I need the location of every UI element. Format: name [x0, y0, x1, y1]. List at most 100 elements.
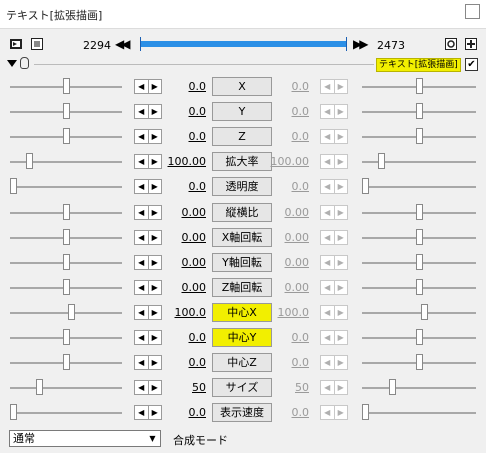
right-arrow-buttons[interactable]: ◀▶ [320, 380, 348, 396]
decrement-icon[interactable]: ◀ [135, 356, 149, 370]
left-slider-handle[interactable] [62, 128, 70, 145]
end-value[interactable]: 0.00 [284, 205, 310, 219]
decrement-icon[interactable]: ◀ [321, 331, 335, 344]
increment-icon[interactable]: ▶ [151, 408, 158, 418]
increment-icon[interactable]: ▶ [337, 82, 344, 91]
close-button[interactable] [465, 4, 480, 19]
right-slider-handle[interactable] [415, 128, 423, 145]
start-value[interactable]: 0.0 [188, 356, 207, 370]
left-slider-handle[interactable] [62, 228, 70, 245]
decrement-icon[interactable]: ◀ [321, 130, 335, 144]
increment-icon[interactable]: ▶ [337, 232, 344, 242]
right-slider-handle[interactable] [415, 78, 423, 94]
increment-icon[interactable]: ▶ [151, 358, 158, 368]
right-slider-handle[interactable] [415, 354, 423, 371]
param-button[interactable]: 中心Z [212, 353, 272, 373]
right-arrow-buttons[interactable]: ◀▶ [320, 330, 348, 345]
left-slider-handle[interactable] [62, 203, 70, 220]
right-slider-track[interactable] [362, 161, 476, 164]
right-arrow-buttons[interactable]: ◀▶ [320, 254, 348, 270]
increment-icon[interactable]: ▶ [151, 232, 158, 242]
left-slider-handle[interactable] [62, 103, 70, 120]
left-slider-handle[interactable] [62, 278, 70, 295]
decrement-icon[interactable]: ◀ [135, 255, 149, 269]
export-icon[interactable] [31, 38, 43, 50]
left-slider-handle[interactable] [62, 253, 70, 270]
increment-icon[interactable]: ▶ [151, 257, 158, 267]
right-slider-handle[interactable] [362, 404, 369, 421]
left-arrow-buttons[interactable]: ◀▶ [134, 154, 162, 170]
increment-icon[interactable]: ▶ [337, 408, 344, 418]
param-button[interactable]: 縦横比 [212, 202, 272, 222]
increment-icon[interactable]: ▶ [151, 107, 158, 117]
decrement-icon[interactable]: ◀ [321, 205, 335, 219]
decrement-icon[interactable]: ◀ [135, 230, 149, 244]
decrement-icon[interactable]: ◀ [135, 280, 149, 294]
start-value[interactable]: 0.0 [188, 130, 207, 144]
right-slider-handle[interactable] [415, 103, 423, 120]
left-slider-handle[interactable] [36, 379, 44, 396]
param-button[interactable]: X [212, 77, 272, 96]
right-slider-track[interactable] [362, 186, 476, 189]
end-value[interactable]: 0.0 [291, 80, 310, 93]
left-slider-track[interactable] [10, 161, 122, 164]
right-arrow-buttons[interactable]: ◀▶ [320, 279, 348, 295]
right-arrow-buttons[interactable]: ◀▶ [320, 204, 348, 220]
decrement-icon[interactable]: ◀ [321, 356, 335, 370]
start-value[interactable]: 0.00 [181, 280, 207, 294]
decrement-icon[interactable]: ◀ [321, 381, 335, 395]
right-arrow-buttons[interactable]: ◀▶ [320, 405, 348, 421]
param-button[interactable]: X軸回転 [212, 227, 272, 247]
left-arrow-buttons[interactable]: ◀▶ [134, 254, 162, 270]
decrement-icon[interactable]: ◀ [321, 180, 335, 194]
decrement-icon[interactable]: ◀ [135, 381, 149, 395]
end-value[interactable]: 50 [295, 381, 309, 395]
right-slider-handle[interactable] [415, 253, 423, 270]
increment-icon[interactable]: ▶ [151, 157, 158, 167]
left-slider-track[interactable] [10, 387, 122, 390]
seek-bar[interactable] [140, 37, 347, 51]
end-value[interactable]: 0.0 [291, 180, 310, 194]
right-slider-track[interactable] [362, 311, 476, 314]
start-value[interactable]: 0.00 [181, 205, 207, 219]
left-slider-track[interactable] [10, 186, 122, 189]
right-arrow-buttons[interactable]: ◀▶ [320, 154, 348, 170]
decrement-icon[interactable]: ◀ [135, 205, 149, 219]
end-value[interactable]: 100.00 [270, 155, 310, 169]
right-arrow-buttons[interactable]: ◀▶ [320, 104, 348, 120]
forward-button[interactable]: ▶▶ [353, 37, 369, 51]
left-slider-track[interactable] [10, 311, 122, 314]
left-arrow-buttons[interactable]: ◀▶ [134, 304, 162, 320]
param-button[interactable]: Z軸回転 [212, 277, 272, 297]
right-arrow-buttons[interactable]: ◀▶ [320, 79, 348, 94]
increment-icon[interactable]: ▶ [151, 82, 158, 91]
start-value[interactable]: 0.0 [188, 406, 207, 420]
end-value[interactable]: 0.00 [284, 280, 310, 294]
decrement-icon[interactable]: ◀ [321, 80, 335, 93]
increment-icon[interactable]: ▶ [337, 132, 344, 142]
left-slider-handle[interactable] [10, 178, 17, 195]
decrement-icon[interactable]: ◀ [321, 255, 335, 269]
end-value[interactable]: 0.0 [291, 331, 310, 344]
end-value[interactable]: 0.00 [284, 255, 310, 269]
end-value[interactable]: 0.00 [284, 230, 310, 244]
left-arrow-buttons[interactable]: ◀▶ [134, 229, 162, 245]
increment-icon[interactable]: ▶ [151, 282, 158, 292]
param-button[interactable]: 中心Y [212, 328, 272, 347]
right-arrow-buttons[interactable]: ◀▶ [320, 179, 348, 195]
increment-icon[interactable]: ▶ [337, 383, 344, 393]
left-slider-handle[interactable] [67, 303, 75, 320]
decrement-icon[interactable]: ◀ [321, 230, 335, 244]
enable-checkbox[interactable]: ✔ [465, 58, 478, 71]
param-button[interactable]: 透明度 [212, 177, 272, 197]
end-value[interactable]: 0.0 [291, 356, 310, 370]
start-value[interactable]: 0.00 [181, 255, 207, 269]
param-button[interactable]: Y軸回転 [212, 252, 272, 272]
left-arrow-buttons[interactable]: ◀▶ [134, 179, 162, 195]
left-slider-handle[interactable] [62, 329, 70, 345]
param-button[interactable]: Z [212, 127, 272, 147]
right-slider-track[interactable] [362, 412, 476, 415]
increment-icon[interactable]: ▶ [151, 182, 158, 192]
decrement-icon[interactable]: ◀ [135, 180, 149, 194]
left-arrow-buttons[interactable]: ◀▶ [134, 405, 162, 421]
